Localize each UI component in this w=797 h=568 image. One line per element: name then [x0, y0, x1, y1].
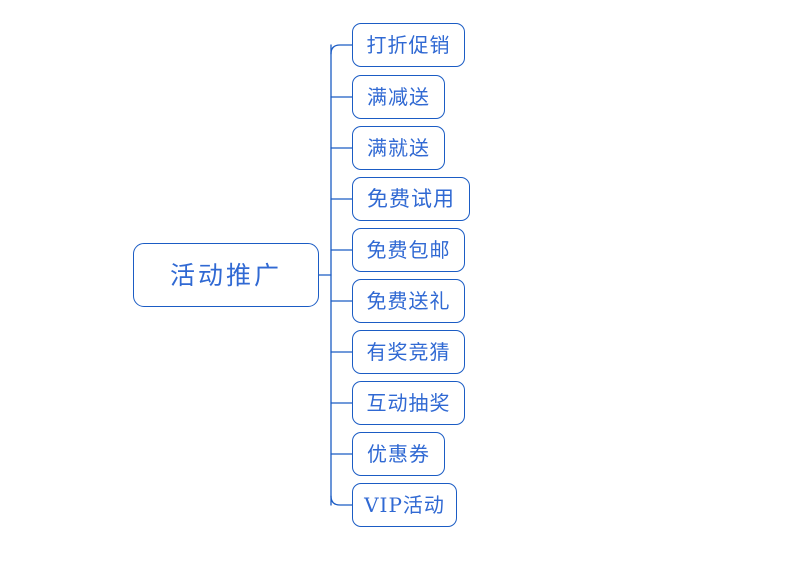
connector-1 [330, 44, 353, 55]
child-node-8[interactable]: 互动抽奖 [352, 381, 465, 425]
child-node-label: 满减送 [367, 85, 430, 109]
child-node-label: 优惠券 [367, 442, 430, 466]
child-node-label: 免费包邮 [366, 238, 451, 262]
child-node-label: 有奖竞猜 [366, 340, 451, 364]
child-node-5[interactable]: 免费包邮 [352, 228, 465, 272]
child-node-2[interactable]: 满减送 [352, 75, 445, 119]
child-node-label: 免费送礼 [366, 289, 451, 313]
child-node-label: 互动抽奖 [366, 391, 451, 415]
child-node-label: 满就送 [367, 136, 430, 160]
root-node-label: 活动推广 [169, 260, 282, 290]
child-node-9[interactable]: 优惠券 [352, 432, 445, 476]
root-node-activity-promotion[interactable]: 活动推广 [133, 243, 319, 307]
child-node-label: VIP活动 [364, 493, 445, 517]
child-node-6[interactable]: 免费送礼 [352, 279, 465, 323]
child-node-1[interactable]: 打折促销 [352, 23, 465, 67]
child-node-label: 免费试用 [367, 186, 455, 211]
connector-10 [330, 495, 353, 506]
child-node-label: 打折促销 [366, 33, 451, 57]
child-node-7[interactable]: 有奖竞猜 [352, 330, 465, 374]
child-node-10[interactable]: VIP活动 [352, 483, 457, 527]
child-node-3[interactable]: 满就送 [352, 126, 445, 170]
child-node-4[interactable]: 免费试用 [352, 177, 470, 221]
